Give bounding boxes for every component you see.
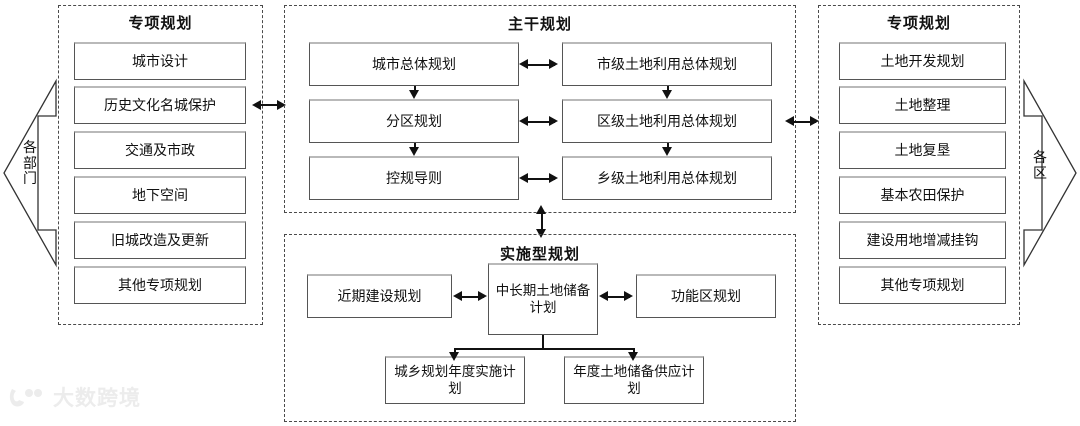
center-row-connector-arrow-left-1 [519,116,528,126]
center-left-down-line-1 [414,143,416,149]
impl-fork-stem [542,335,544,349]
impl-fork-drop-right [633,348,635,354]
center-row-connector-arrow-left-2 [519,173,528,183]
center-row-connector-arrow-right-0 [549,59,558,69]
center-right-item-1[interactable]: 区级土地利用总体规划 [562,99,772,143]
impl-node-land-reserve[interactable]: 中长期土地储备计划 [488,263,598,335]
connector-center-vertical-arrow-up [536,205,546,214]
center-right-down-line-1 [667,143,669,149]
watermark-logo-icon [8,385,46,409]
side-arrow-left-label: 各部门 [23,139,37,187]
left-item-0[interactable]: 城市设计 [74,42,246,80]
right-item-3[interactable]: 基本农田保护 [839,176,1006,214]
right-item-1[interactable]: 土地整理 [839,86,1006,124]
center-row-connector-line-2 [525,178,555,180]
panel-center-bottom-title: 实施型规划 [499,246,580,263]
center-right-item-2[interactable]: 乡级土地利用总体规划 [562,156,772,200]
connector-center-right-arrow-left [785,116,794,126]
center-left-item-1[interactable]: 分区规划 [309,99,519,143]
center-left-down-line-0 [414,86,416,92]
right-item-0[interactable]: 土地开发规划 [839,42,1006,80]
center-left-item-2[interactable]: 控规导则 [309,156,519,200]
side-arrow-right-label: 各区 [1033,149,1047,181]
impl-connector-left-arrow-right [478,291,487,301]
panel-right-title: 专项规划 [886,15,951,32]
center-right-down-arrow-0 [662,90,672,99]
center-right-item-0[interactable]: 市级土地利用总体规划 [562,42,772,86]
center-right-down-line-0 [667,86,669,92]
impl-fork-arrow-left [449,352,459,361]
center-left-down-arrow-1 [409,147,419,156]
panel-left-special-plans [58,5,263,325]
impl-node-near-term[interactable]: 近期建设规划 [307,274,452,318]
impl-connector-right-arrow-left [599,291,608,301]
connector-left-center-line [257,104,283,106]
left-item-4[interactable]: 旧城改造及更新 [74,221,246,259]
impl-node-annual-urban-rural-plan[interactable]: 城乡规划年度实施计划 [385,356,525,404]
panel-right-special-plans [818,5,1020,325]
impl-fork-drop-left [454,348,456,354]
connector-center-vertical-arrow-down [536,229,546,238]
impl-fork-arrow-right [628,352,638,361]
watermark-text: 大数跨境 [53,387,141,410]
connector-center-right-arrow-right [810,116,819,126]
side-arrow-left [2,78,58,268]
connector-center-right-line [790,121,816,123]
left-item-2[interactable]: 交通及市政 [74,131,246,169]
impl-node-functional-zone[interactable]: 功能区规划 [636,274,776,318]
left-item-5[interactable]: 其他专项规划 [74,266,246,304]
impl-fork-bar [454,348,634,350]
connector-left-center-arrow-left [252,100,261,110]
center-row-connector-arrow-right-1 [549,116,558,126]
watermark: 大数跨境 [8,382,141,412]
left-item-1[interactable]: 历史文化名城保护 [74,86,246,124]
center-row-connector-line-1 [525,121,555,123]
side-arrow-right [1022,78,1078,268]
panel-center-implementation-plans [284,234,796,422]
impl-connector-left-arrow-left [453,291,462,301]
center-row-connector-line-0 [525,64,555,66]
impl-connector-right-line [604,296,630,298]
right-item-2[interactable]: 土地复垦 [839,131,1006,169]
center-row-connector-arrow-left-0 [519,59,528,69]
right-item-4[interactable]: 建设用地增减挂钩 [839,221,1006,259]
center-left-item-0[interactable]: 城市总体规划 [309,42,519,86]
connector-center-vertical-line [541,211,543,233]
impl-connector-right-arrow-right [624,291,633,301]
right-item-5[interactable]: 其他专项规划 [839,266,1006,304]
center-row-connector-arrow-right-2 [549,173,558,183]
left-item-3[interactable]: 地下空间 [74,176,246,214]
panel-left-title: 专项规划 [128,15,193,32]
panel-center-top-title: 主干规划 [507,16,572,33]
impl-node-annual-land-supply-plan[interactable]: 年度土地储备供应计划 [564,356,704,404]
center-left-down-arrow-0 [409,90,419,99]
impl-connector-left-line [458,296,484,298]
center-right-down-arrow-1 [662,147,672,156]
connector-left-center-arrow-right [277,100,286,110]
